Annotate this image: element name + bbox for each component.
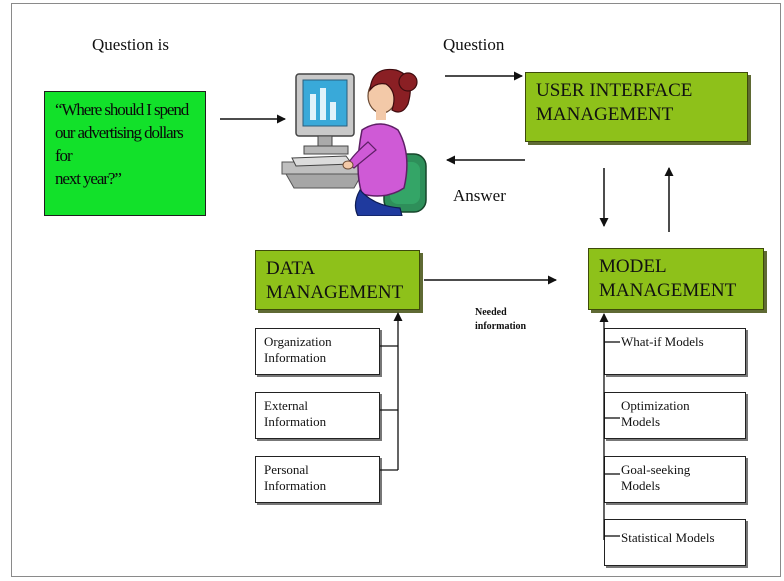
source-line-2: Information xyxy=(264,478,327,493)
model-line-1: Statistical Models xyxy=(621,530,715,545)
external-information-box: External Information xyxy=(255,392,380,439)
source-line-2: Information xyxy=(264,414,327,429)
model-line-1: What-if Models xyxy=(621,334,704,349)
statistical-models-box: Statistical Models xyxy=(604,519,746,566)
source-line-1: Organization xyxy=(264,334,332,349)
model-management-line-2: MANAGEMENT xyxy=(599,280,737,301)
personal-information-box: Personal Information xyxy=(255,456,380,503)
user-interface-management-box: USER INTERFACE MANAGEMENT xyxy=(525,72,748,142)
goal-seeking-models-box: Goal-seeking Models xyxy=(604,456,746,503)
what-if-models-box: What-if Models xyxy=(604,328,746,375)
data-management-line-1: DATA xyxy=(266,258,316,279)
source-line-1: External xyxy=(264,398,309,413)
needed-information-line-1: Needed xyxy=(475,307,507,318)
model-line-2: Models xyxy=(621,478,660,493)
source-line-1: Personal xyxy=(264,462,309,477)
ui-management-line-2: MANAGEMENT xyxy=(536,104,674,125)
optimization-models-box: Optimization Models xyxy=(604,392,746,439)
model-management-box: MODEL MANAGEMENT xyxy=(588,248,764,310)
source-line-2: Information xyxy=(264,350,327,365)
model-line-2: Models xyxy=(621,414,660,429)
diagram-frame xyxy=(11,3,781,577)
question-is-label: Question is xyxy=(92,35,169,54)
person-at-computer-icon xyxy=(281,68,427,216)
question-line-2: our advertising dollars for xyxy=(55,123,184,165)
model-line-1: Optimization xyxy=(621,398,690,413)
ui-management-line-1: USER INTERFACE xyxy=(536,80,693,101)
model-line-1: Goal-seeking xyxy=(621,462,691,477)
data-management-box: DATA MANAGEMENT xyxy=(255,250,420,310)
question-label: Question xyxy=(443,35,505,54)
question-line-1: “Where should I spend xyxy=(55,100,189,119)
answer-label: Answer xyxy=(453,186,506,205)
organization-information-box: Organization Information xyxy=(255,328,380,375)
question-line-3: next year?” xyxy=(55,169,122,188)
question-text-box: “Where should I spend our advertising do… xyxy=(44,91,206,216)
needed-information-line-2: information xyxy=(475,321,527,332)
needed-information-label: Needed information xyxy=(475,306,526,334)
data-management-line-2: MANAGEMENT xyxy=(266,282,404,303)
model-management-line-1: MODEL xyxy=(599,256,667,277)
